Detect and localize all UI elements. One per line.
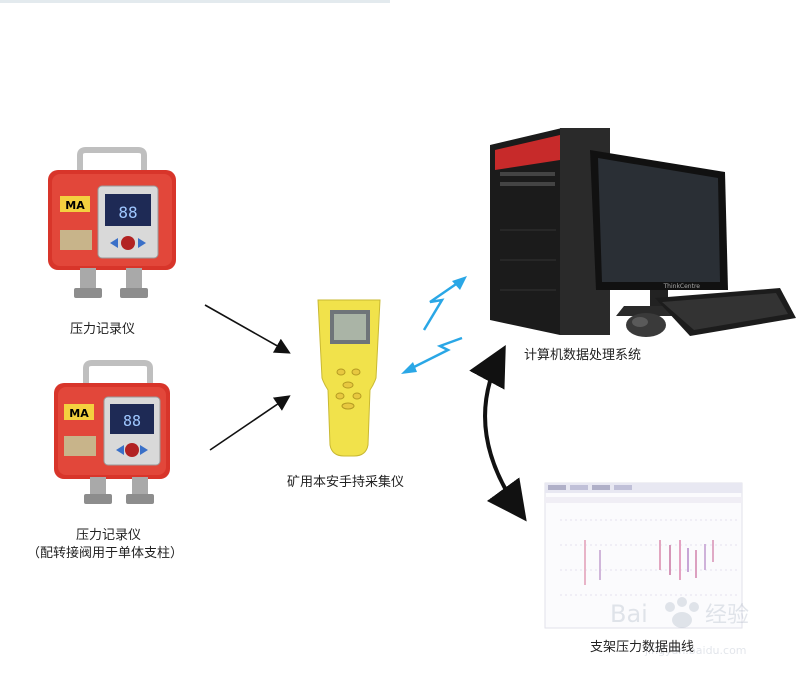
watermark-text: Bai — [610, 600, 648, 628]
wireless-arrowhead-down — [401, 362, 417, 374]
watermark-text-2: 经验 — [705, 603, 749, 628]
recorder-2-label: 压力记录仪 — [76, 528, 142, 543]
top-divider-line — [0, 0, 390, 3]
wireless-link-upper — [422, 278, 463, 331]
recorder-1-label: 压力记录仪 — [70, 322, 136, 337]
recorder-1-brand-mark: MA — [65, 199, 85, 212]
computer-label: 计算机数据处理系统 — [524, 348, 642, 363]
wireless-arrowhead-up — [452, 276, 467, 290]
recorder-1-display-digits: 88 — [118, 203, 137, 222]
curve-label: 支架压力数据曲线 — [590, 640, 695, 655]
wireless-link-lower — [407, 336, 463, 372]
recorder-2-display-digits: 88 — [123, 412, 141, 430]
recorder-2-brand-mark: MA — [69, 407, 89, 420]
arrow-recorder2-to-handheld — [209, 395, 291, 451]
arrow-recorder1-to-handheld — [204, 304, 291, 354]
handheld-label: 矿用本安手持采集仪 — [287, 475, 405, 490]
monitor-brand: ThinkCentre — [663, 283, 701, 290]
watermark-url: jingyan.baidu.com — [644, 644, 747, 657]
arrow-computer-curve-bidirectional — [469, 344, 527, 522]
recorder-2-note: （配转接阀用于单体支柱） — [27, 546, 184, 561]
